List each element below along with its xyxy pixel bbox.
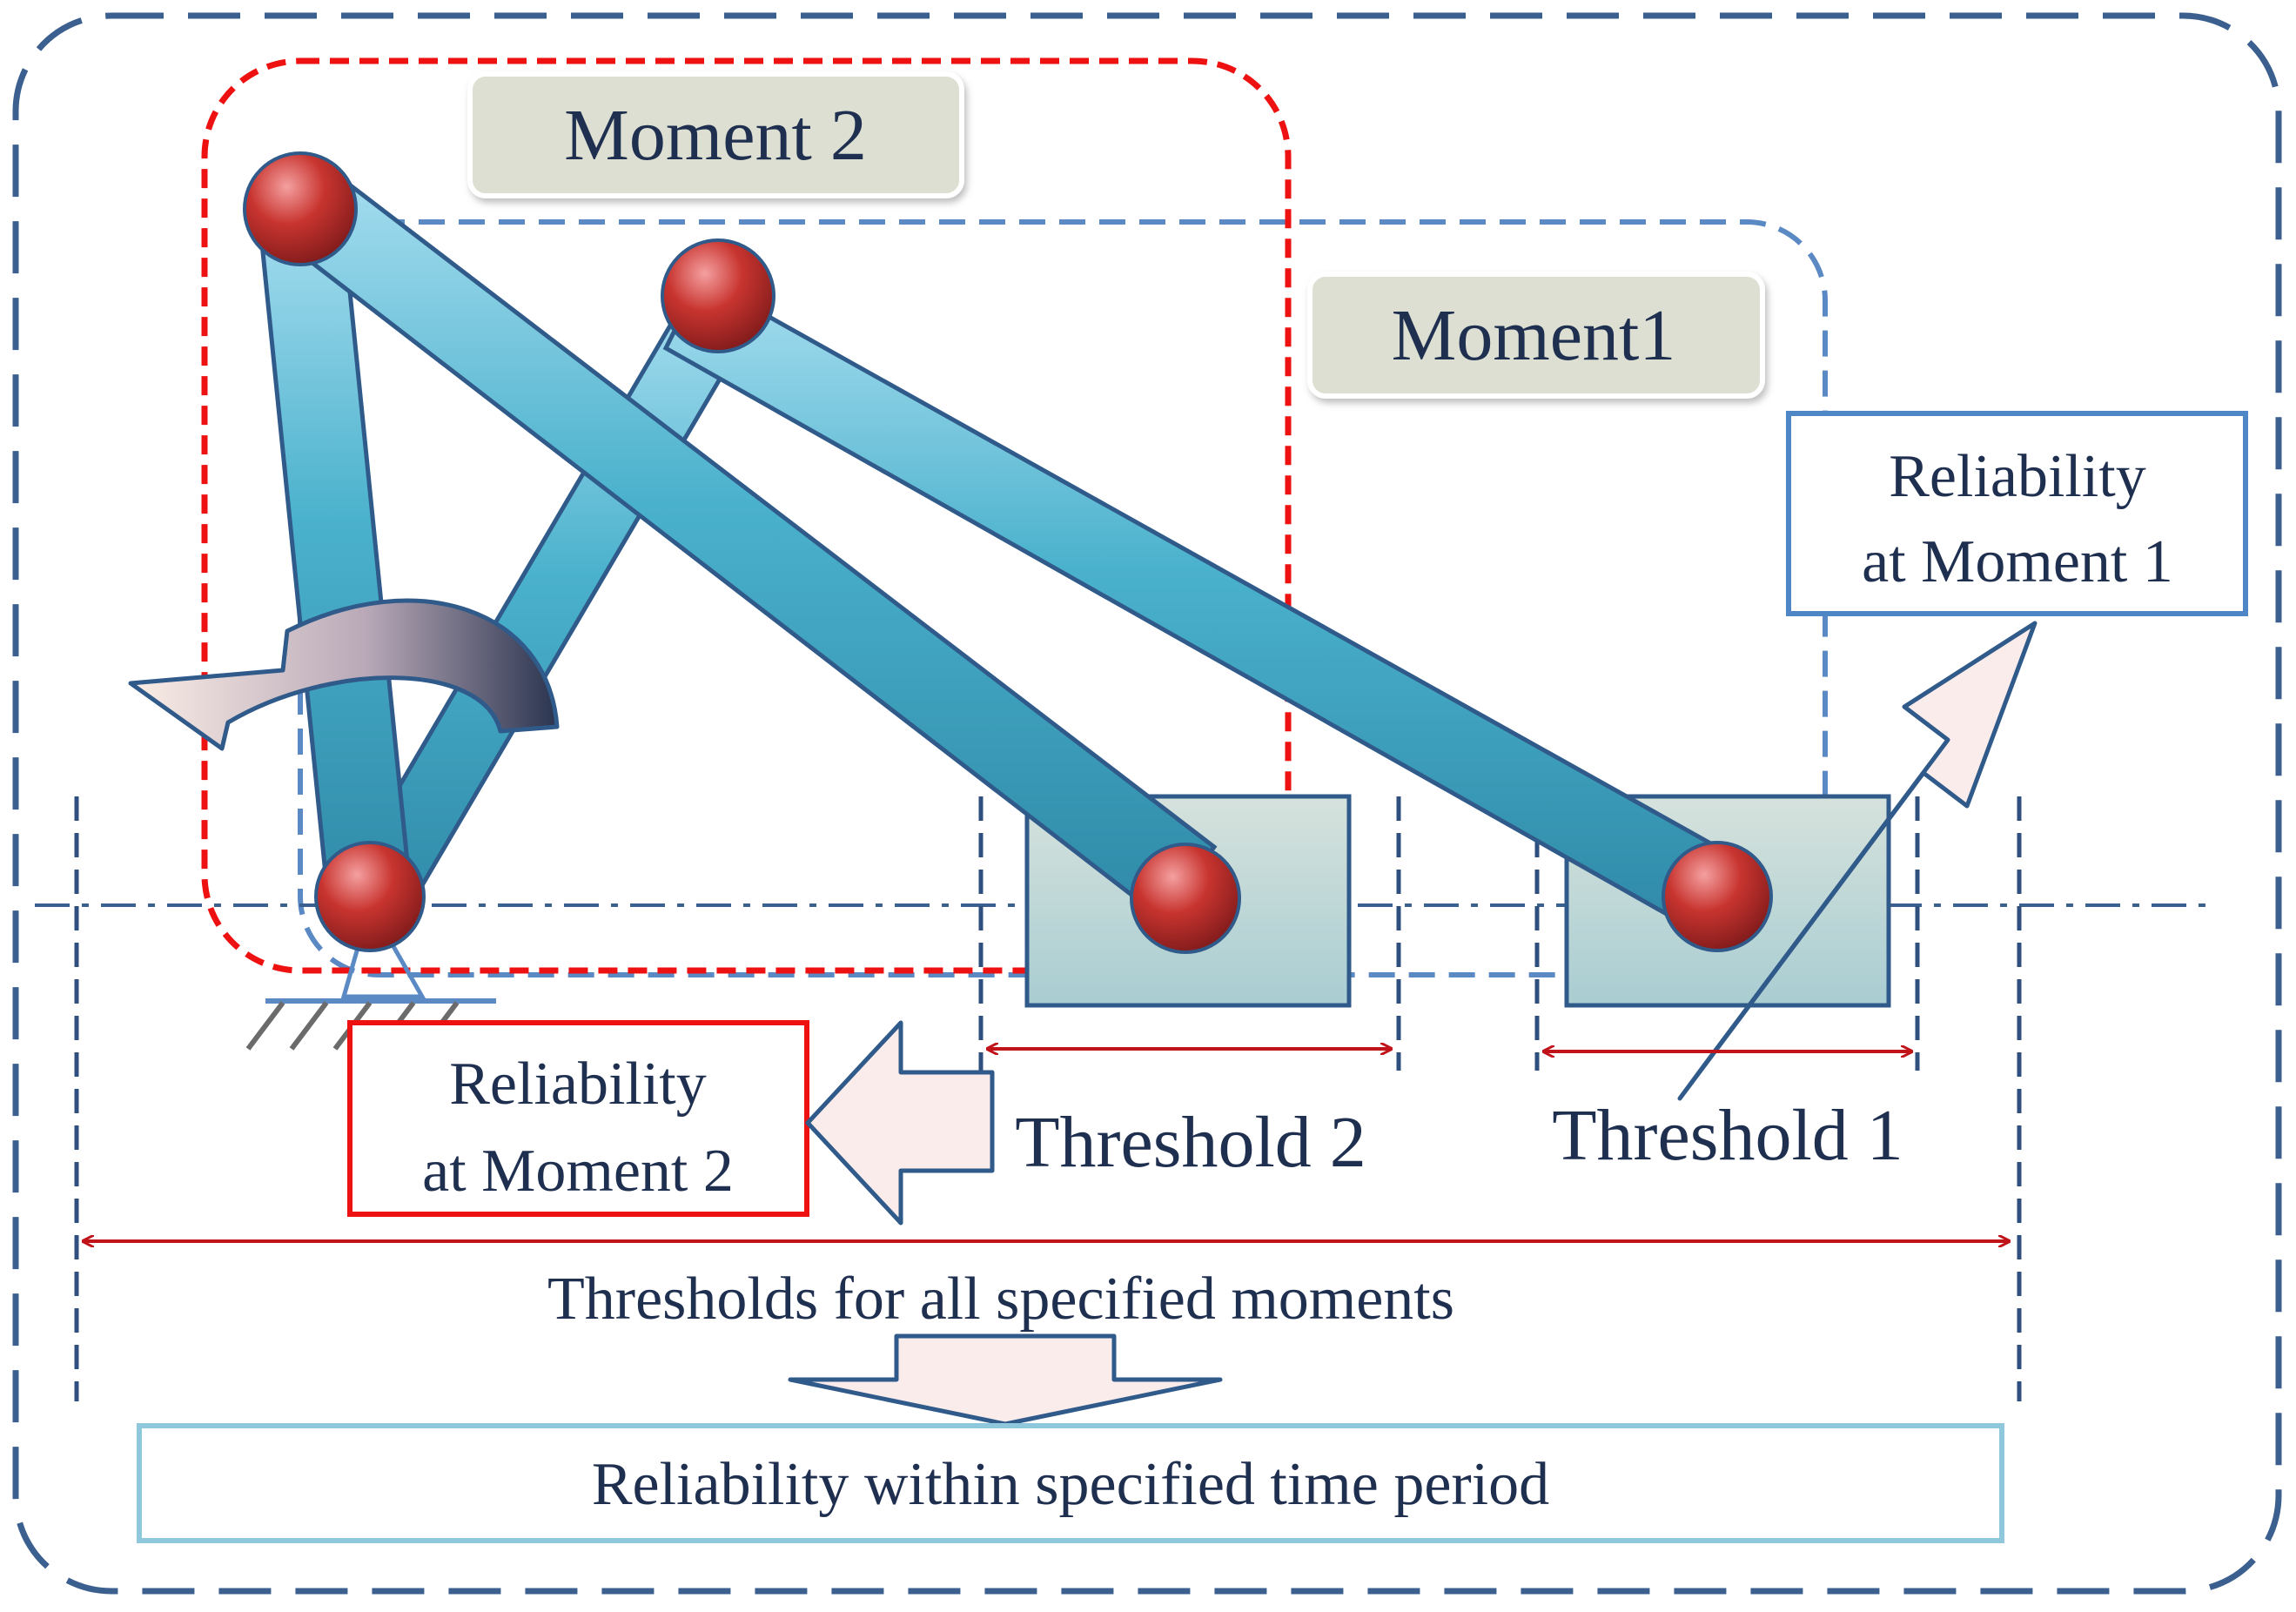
joint-b	[661, 238, 775, 353]
reliability-moment1-line1: Reliability	[1889, 443, 2146, 510]
down-arrow-icon	[788, 1333, 1223, 1427]
arrow-to-reliability-moment1-icon	[1677, 621, 2038, 1101]
moment2-label-box	[467, 71, 964, 198]
thresholds-all-label: Thresholds for all specified moments	[547, 1266, 1454, 1333]
moment2-label: Moment 2	[564, 95, 867, 176]
threshold2-label: Threshold 2	[1015, 1102, 1366, 1183]
reliability-moment1-line2: at Moment 1	[1862, 528, 2173, 595]
arrow-to-reliability-moment2-icon	[805, 1020, 995, 1226]
rotation-arrow-icon	[128, 598, 560, 751]
moment1-label: Moment1	[1392, 295, 1676, 376]
joint-slider-1	[1662, 841, 1773, 952]
moment2-region	[201, 57, 1292, 974]
joint-a	[243, 151, 358, 266]
reliability-moment2-line1: Reliability	[449, 1051, 707, 1118]
joint-slider-2	[1130, 843, 1241, 954]
reliability-moment1-box	[1786, 411, 2248, 616]
outer-frame	[12, 12, 2282, 1595]
joint-ground	[314, 841, 426, 952]
reliability-period-label: Reliability within specified time period	[592, 1451, 1549, 1518]
mechanism-links	[257, 160, 1747, 931]
reliability-period-box	[137, 1423, 2004, 1543]
moment1-label-box	[1307, 272, 1765, 399]
mechanism-joints	[243, 151, 1773, 954]
reliability-moment2-box	[347, 1020, 809, 1217]
threshold1-label: Threshold 1	[1552, 1095, 1903, 1176]
reliability-moment2-line2: at Moment 2	[422, 1138, 734, 1205]
